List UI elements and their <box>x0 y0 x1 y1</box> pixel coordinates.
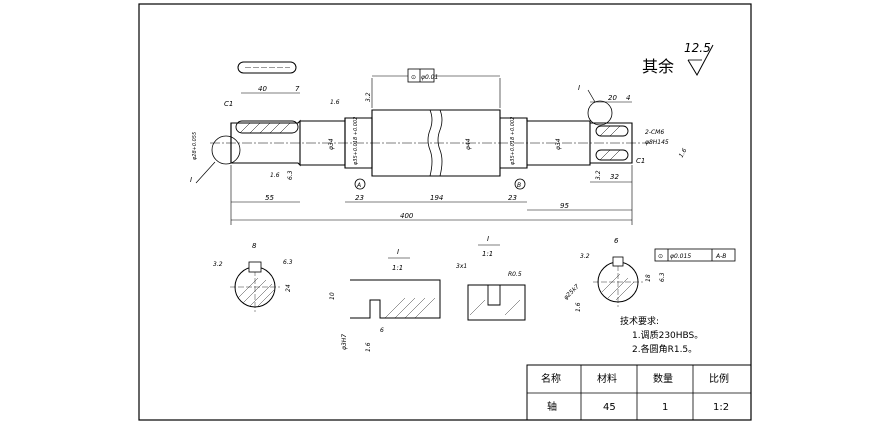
dim-400: 400 <box>400 212 414 220</box>
dim-23b: 23 <box>508 194 517 202</box>
detail-circle-right <box>587 100 613 126</box>
tech-notes-title: 技术要求: <box>620 315 659 327</box>
key-top-view <box>237 61 297 74</box>
dim-32: 32 <box>610 173 619 181</box>
surface-finish-note: 其余 12.5 <box>642 41 714 77</box>
detail-a-dim10: 10 <box>329 292 336 300</box>
detail-b-scale: 1:1 <box>482 250 493 258</box>
section-left: 8 3.2 6.3 24 <box>213 242 293 312</box>
shaft-main-view <box>230 109 633 177</box>
dim-phi35a: φ35+0.018 +0.002 <box>353 117 359 165</box>
dim-40: 40 <box>258 85 267 93</box>
technical-notes: 技术要求: 1.调质230HBS。 2.各圆角R1.5。 <box>620 315 703 355</box>
tech-note-item-1: 1.调质230HBS。 <box>632 329 703 341</box>
dim-194: 194 <box>430 194 443 202</box>
title-header-scale: 比例 <box>709 372 729 385</box>
surface-finish-value: 12.5 <box>684 41 711 55</box>
dim-thread: 2-CM6 <box>645 129 664 136</box>
dim-4: 4 <box>626 94 630 102</box>
roughness-symbol <box>687 44 714 77</box>
dim-20: 20 <box>608 94 617 102</box>
dim-1-6b: 1.6 <box>270 172 280 179</box>
datum-b: B <box>517 182 521 189</box>
dim-phi44: φ44 <box>465 138 472 150</box>
runout-frame: ⊙ φ0.01 <box>407 68 438 83</box>
dim-55: 55 <box>265 194 274 202</box>
dim-3-2c: 3.2 <box>595 170 602 180</box>
dim-1-6c: 1.6 <box>678 147 689 159</box>
section-right-fit: φ25k7 <box>562 283 580 301</box>
detail-b: I 1:1 3x1 R0.5 <box>456 235 526 321</box>
dim-95: 95 <box>560 202 569 210</box>
dim-c1a: C1 <box>224 100 233 108</box>
detail-a: I 1:1 10 6 φ3H7 1.6 <box>329 248 441 352</box>
dim-1-6: 1.6 <box>330 99 340 106</box>
dim-phi34b: φ34 <box>555 138 562 150</box>
section-left-rough2: 6.3 <box>283 259 293 266</box>
section-left-depth: 24 <box>285 284 292 292</box>
detail-a-scale: 1:1 <box>392 264 403 272</box>
dim-7: 7 <box>295 85 300 93</box>
callout-roman-a: I <box>190 176 192 184</box>
section-right-depth: 18 <box>645 274 652 282</box>
callout-roman-b: I <box>578 84 580 92</box>
dim-phi35b: φ35+0.018 +0.002 <box>510 117 516 165</box>
surface-finish-label: 其余 <box>642 57 674 76</box>
cutaway-hatching <box>239 122 621 161</box>
dim-3-2: 3.2 <box>365 92 372 102</box>
section-left-rough: 3.2 <box>213 261 223 268</box>
dim-thread2: φ8H145 <box>645 139 669 146</box>
dim-phi28: φ28+0.055 <box>192 132 198 160</box>
detail-circle-left <box>211 135 241 165</box>
detail-b-label: I <box>487 235 489 243</box>
section-left-width: 8 <box>252 242 257 250</box>
drawing-border <box>138 3 752 421</box>
section-right: 6 3.2 18 6.3 φ25k7 1.6 ⊙ φ0.015 A-B <box>562 237 736 312</box>
section-right-runout-symbol: ⊙ <box>658 253 663 260</box>
section-right-rough: 3.2 <box>580 253 590 260</box>
title-value-name: 轴 <box>547 400 557 413</box>
section-right-runout: φ0.015 <box>670 253 691 260</box>
title-header-name: 名称 <box>541 372 561 385</box>
detail-a-dim6: 6 <box>380 327 384 334</box>
datum-a: A <box>356 182 361 189</box>
tech-note-item-2: 2.各圆角R1.5。 <box>632 343 697 355</box>
section-right-datum: A-B <box>715 253 726 260</box>
detail-b-3x1: 3x1 <box>456 263 467 270</box>
runout-value: φ0.01 <box>421 74 438 81</box>
section-right-width: 6 <box>614 237 619 245</box>
dim-6-3: 6.3 <box>287 170 294 180</box>
dimension-lines <box>230 75 633 225</box>
dim-23a: 23 <box>355 194 364 202</box>
detail-a-label: I <box>397 248 399 256</box>
title-value-scale: 1:2 <box>713 402 729 413</box>
detail-a-fit: φ3H7 <box>341 334 348 350</box>
dim-c1b: C1 <box>636 157 645 165</box>
dim-phi34a: φ34 <box>328 138 335 150</box>
title-value-quantity: 1 <box>662 402 668 413</box>
title-value-material: 45 <box>603 402 616 413</box>
datum-markers: A B <box>354 178 526 190</box>
title-header-quantity: 数量 <box>653 372 673 385</box>
title-block: 名称 材料 数量 比例 轴 45 1 1:2 <box>526 364 752 421</box>
detail-a-rough: 1.6 <box>365 342 372 352</box>
section-right-rough2: 6.3 <box>659 272 666 282</box>
runout-symbol: ⊙ <box>411 74 416 81</box>
detail-b-radius: R0.5 <box>508 271 522 278</box>
section-right-fit-rough: 1.6 <box>575 302 582 312</box>
title-header-material: 材料 <box>597 372 617 385</box>
